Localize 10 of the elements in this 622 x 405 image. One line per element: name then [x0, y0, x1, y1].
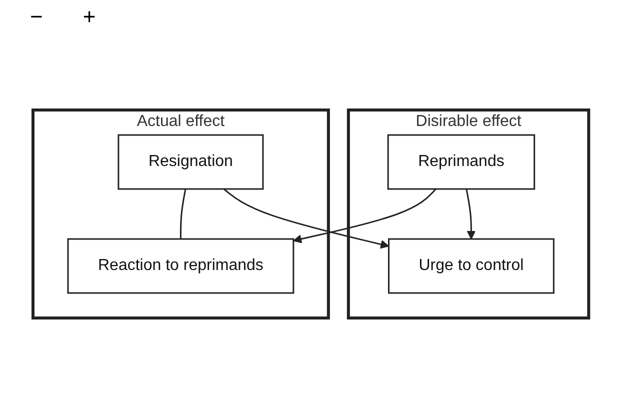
sign-label: − [30, 4, 43, 30]
arrow [224, 188, 390, 249]
connector [180, 188, 186, 239]
arrow [466, 188, 476, 240]
node-box: Urge to control [388, 238, 555, 294]
node-box: Resignation [118, 134, 264, 190]
arrow [293, 188, 437, 244]
node-box: Reprimands [388, 134, 536, 190]
node-box: Reaction to reprimands [67, 238, 294, 294]
sign-label: + [82, 4, 96, 30]
